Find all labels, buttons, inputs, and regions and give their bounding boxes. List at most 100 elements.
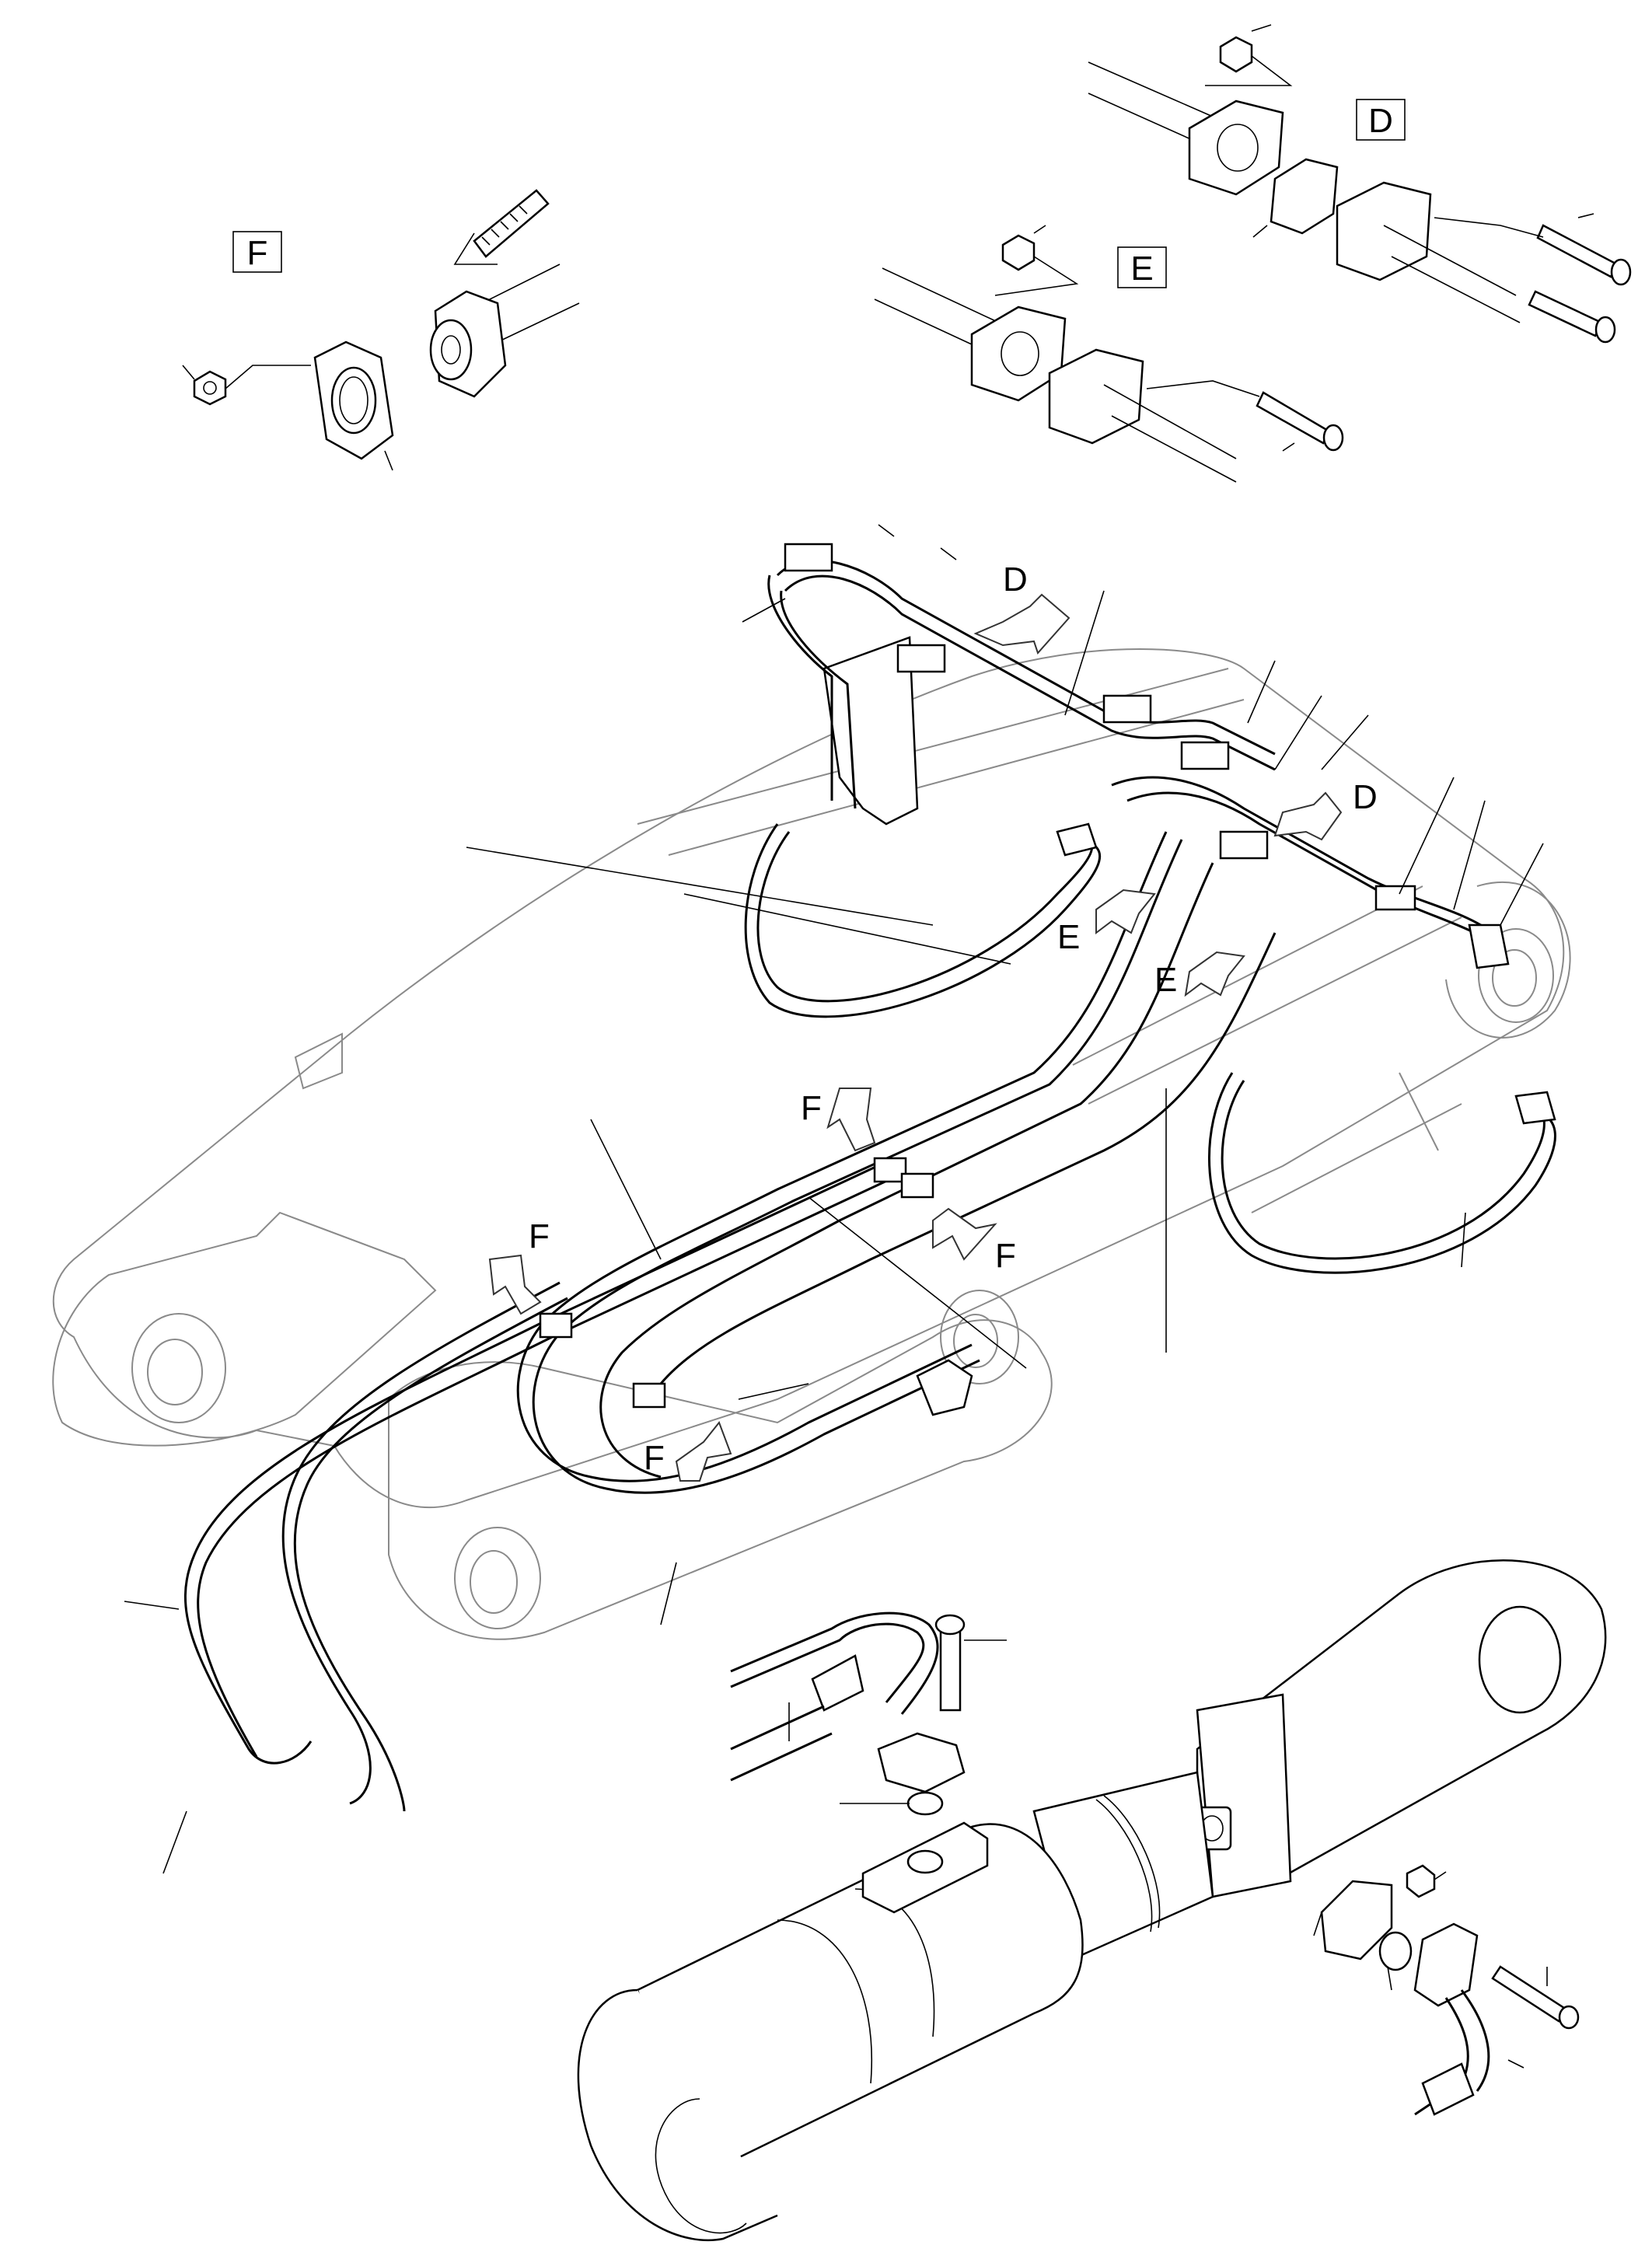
- callout-f-right: F: [995, 1237, 1016, 1275]
- callout-f-top: F: [801, 1089, 822, 1127]
- detail-d-bolt-2-head: [1594, 316, 1616, 344]
- cylinder-barrel: [636, 1823, 1084, 2178]
- hose-end-left: [1056, 822, 1098, 857]
- detail-f-label: F: [247, 234, 268, 272]
- detail-d-bolt-1-head: [1610, 258, 1632, 286]
- hose-far-left-4: [293, 1297, 568, 1812]
- boom-lower-pin-outer: [454, 1527, 541, 1629]
- boom-small-block: [294, 1032, 343, 1090]
- tube-left-down-1: [767, 574, 833, 801]
- detail-f-bolt: [473, 189, 550, 258]
- boom-head-pin-inner: [1492, 949, 1537, 1007]
- detail-d-right-flange: [1336, 181, 1432, 281]
- leader-lines-main: [124, 524, 1544, 1874]
- arrow-f-bottom: [675, 1421, 732, 1482]
- detail-f-nut-hole: [203, 381, 217, 395]
- detail-d-left-flange-bore: [1217, 124, 1259, 172]
- detail-d-nut: [1219, 36, 1253, 73]
- callout-d-mid: D: [1353, 778, 1378, 816]
- detail-f-leaders: [182, 232, 498, 471]
- arrow-f-left: [488, 1254, 542, 1315]
- detail-e-right-flange: [1048, 348, 1144, 445]
- side-bolt: [1491, 1965, 1568, 2023]
- elbow-flange: [877, 1732, 966, 1793]
- hose-loop-right: [1221, 1080, 1545, 1260]
- detail-e-bolt: [1256, 391, 1331, 445]
- boom-foot-pin-outer: [131, 1313, 226, 1423]
- hose-far-left-3: [281, 1281, 561, 1805]
- callout-e-left: E: [1057, 918, 1080, 956]
- cap-screw-head: [934, 1614, 966, 1636]
- detail-f-pipe: [481, 264, 580, 343]
- clamp-mid-right: [1219, 830, 1269, 860]
- detail-e-box: [1117, 246, 1167, 288]
- detail-e-left-flange-bore: [1001, 331, 1039, 376]
- detail-e-left-pipe: [874, 267, 1000, 351]
- fitting-split-flange: [916, 1359, 973, 1416]
- detail-d-bolt-2: [1528, 290, 1603, 337]
- detail-d-box: [1356, 99, 1406, 141]
- detail-e-bolt-head: [1322, 424, 1344, 452]
- hose-end-boom-head: [1468, 924, 1510, 969]
- clamp-far-right: [1374, 885, 1416, 911]
- cylinder-barrel-end-inner: [655, 2098, 747, 2234]
- detail-f-nut: [193, 370, 227, 406]
- detail-f-o-ring: [330, 366, 377, 435]
- arrow-d-upper: [973, 593, 1070, 655]
- clamp-hose-f-bottom: [632, 1382, 666, 1409]
- hydraulic-cylinder: [577, 1559, 1607, 2242]
- pipe-bracket-assembly: [124, 524, 1556, 1874]
- detail-d-right-pipe: [1383, 225, 1521, 323]
- direction-callouts: D D E E F F F F: [488, 560, 1378, 1482]
- tube-left-down-2: [780, 590, 857, 809]
- detail-f-box: [232, 231, 282, 273]
- boom-foot-outline: [52, 1211, 437, 1447]
- hose-long-4: [659, 932, 1277, 1384]
- boom-foot-pin-inner: [147, 1339, 203, 1405]
- clamp-top-left: [784, 543, 833, 572]
- callout-f-left: F: [529, 1217, 550, 1255]
- tube-right-2: [1126, 791, 1501, 950]
- detail-d-left-pipe: [1088, 61, 1214, 145]
- arrow-f-right: [932, 1207, 997, 1261]
- detail-e-label: E: [1130, 250, 1153, 288]
- hose-loop-left-2: [744, 823, 1102, 1018]
- detail-e: E: [874, 225, 1344, 483]
- side-nut: [1406, 1864, 1436, 1898]
- hose-loop-right-2: [1208, 1072, 1556, 1274]
- boom-side-lines: [1072, 885, 1462, 1213]
- hose-long-2: [532, 839, 1183, 1494]
- detail-f-flange-bore: [429, 319, 473, 381]
- boom-mid-pin-inner: [953, 1314, 998, 1368]
- callout-d-upper: D: [1003, 560, 1028, 599]
- tube-right-1: [1111, 776, 1493, 934]
- clamp-hose-f-right: [900, 1172, 934, 1199]
- clamp-hose-f-top: [873, 1157, 907, 1183]
- callout-e-right: E: [1154, 961, 1177, 999]
- detail-d-bolt-1: [1536, 224, 1619, 278]
- cylinder-rod-band: [1095, 1795, 1161, 1933]
- hose-loop-left: [756, 830, 1094, 1003]
- side-o-ring: [1378, 1931, 1413, 1971]
- cylinder-leaders: [788, 1639, 1548, 2069]
- cylinder-top-port-bore: [906, 1849, 944, 1874]
- detail-f-bore-inner: [441, 335, 461, 365]
- detail-f-o-ring-inner: [339, 376, 368, 424]
- clamp-d-right: [1180, 741, 1230, 770]
- tube-upper-2: [784, 574, 1276, 771]
- arrow-e-right: [1184, 951, 1245, 997]
- clamp-hose-f-left: [539, 1312, 573, 1339]
- cylinder-eye-bore: [1478, 1605, 1562, 1714]
- detail-e-nut: [1001, 234, 1036, 271]
- clamp-upper-right: [1102, 694, 1152, 724]
- boom-mid-pin-outer: [940, 1290, 1019, 1384]
- arrow-f-top: [826, 1088, 876, 1152]
- side-hose-crimp: [1421, 2062, 1475, 2116]
- detail-e-right-pipe: [1103, 384, 1237, 483]
- detail-d-leaders: [1205, 24, 1594, 238]
- detail-f: F: [182, 189, 580, 471]
- elbow-hose-tail: [730, 1705, 833, 1782]
- cylinder-barrel-end: [577, 1988, 778, 2242]
- boom-ghost-outline: [52, 648, 1571, 1640]
